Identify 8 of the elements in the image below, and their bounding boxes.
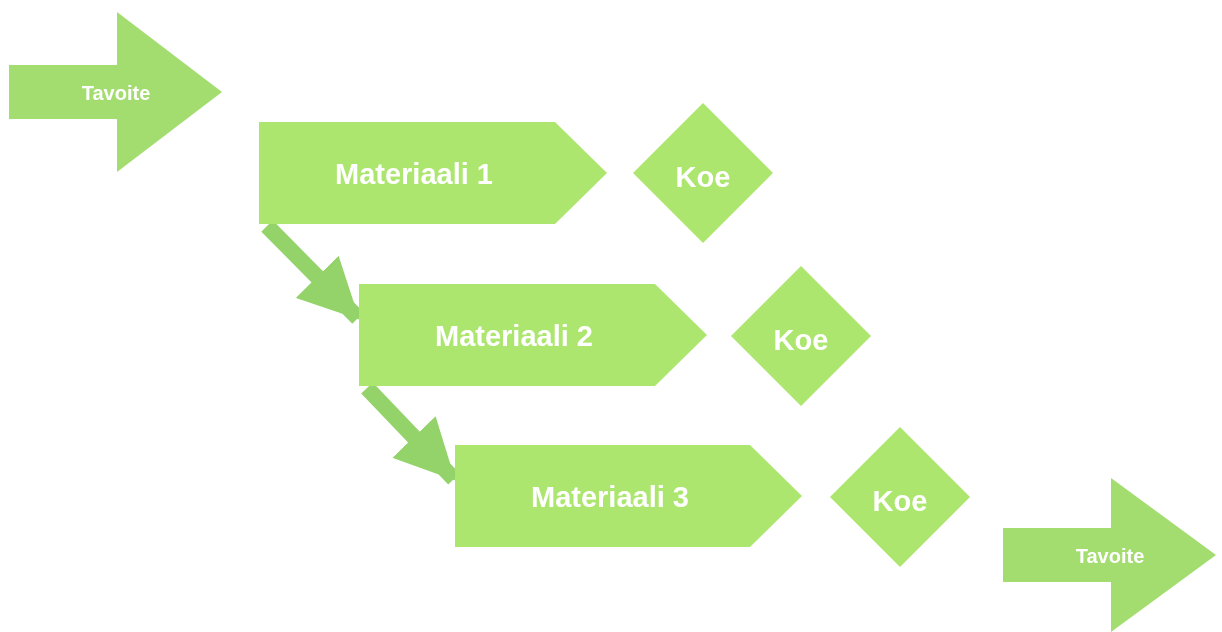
shape-label: Koe — [675, 160, 731, 194]
shape-label: Koe — [773, 323, 829, 357]
shape-label: Tavoite — [81, 81, 151, 105]
shape-label: Koe — [872, 484, 928, 518]
shape-label: Materiaali 2 — [435, 319, 593, 353]
shape-label: Materiaali 3 — [531, 480, 689, 514]
shape-label: Tavoite — [1075, 544, 1145, 568]
shape-label: Materiaali 1 — [335, 157, 493, 191]
